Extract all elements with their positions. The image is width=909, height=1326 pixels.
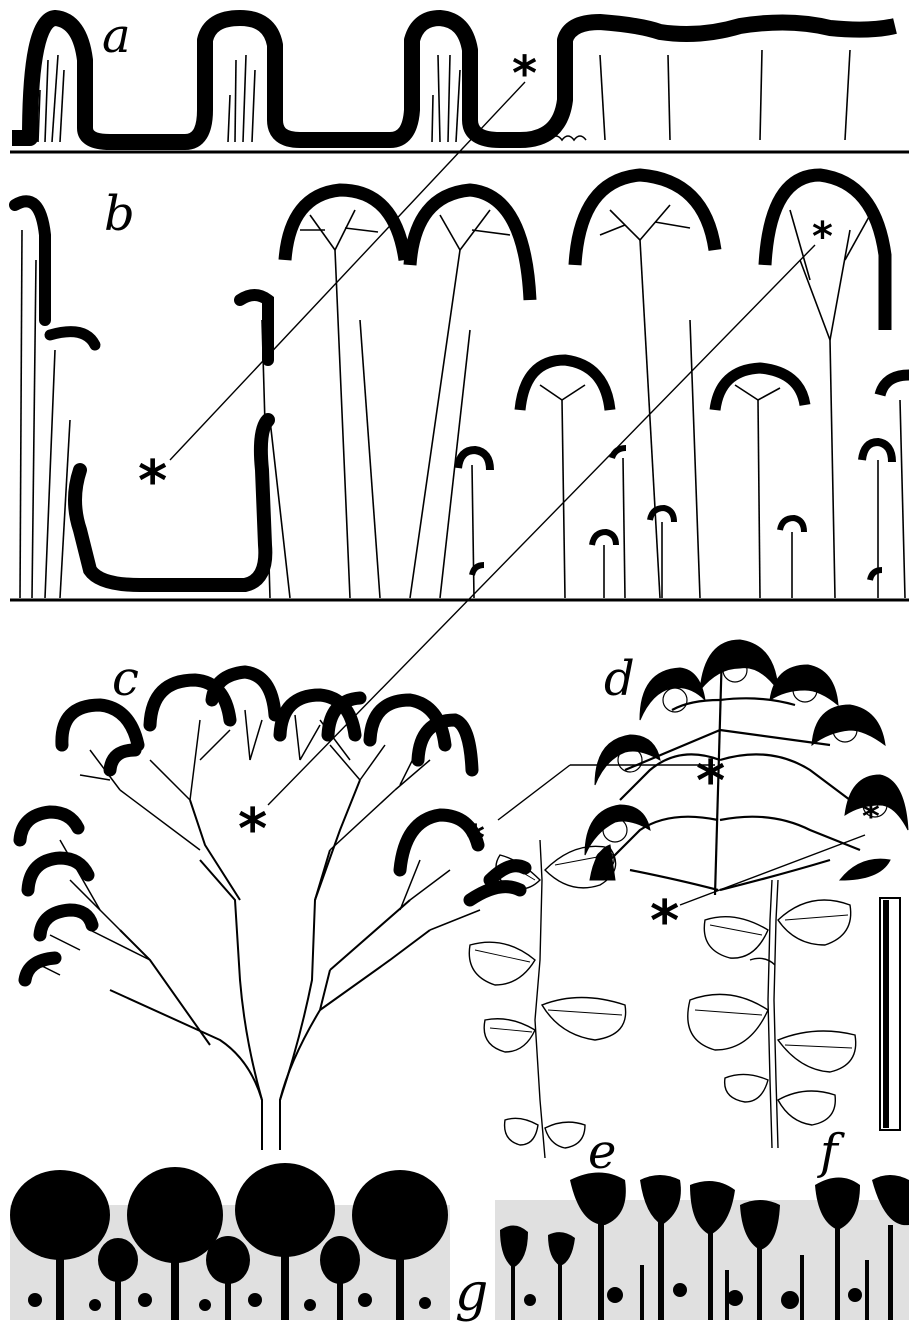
panel-label-e: e bbox=[588, 1124, 616, 1180]
connector-lines bbox=[170, 82, 865, 905]
panel-label-f: f bbox=[817, 1124, 845, 1180]
marker-asterisk-a: * bbox=[512, 46, 537, 102]
marker-asterisk-d: * bbox=[696, 749, 725, 814]
panel-label-a: a bbox=[102, 8, 131, 64]
panel-label-g: g bbox=[455, 1263, 488, 1323]
panel-label-d: d bbox=[604, 651, 635, 707]
marker-asterisk-b-left: * bbox=[138, 449, 167, 514]
marker-asterisk-c: * bbox=[238, 797, 267, 862]
marker-asterisk-f: * bbox=[650, 889, 679, 954]
panel-a-canopy-profile bbox=[10, 18, 909, 152]
panel-b-forest-layers bbox=[10, 175, 909, 600]
panel-label-c: c bbox=[112, 651, 139, 707]
panel-c-tree-crown bbox=[20, 672, 525, 1150]
marker-asterisk-c-small: * bbox=[466, 818, 485, 859]
panel-f-leafy-shoot bbox=[688, 880, 900, 1148]
panel-label-b: b bbox=[104, 186, 135, 242]
marker-asterisk-d-small: * bbox=[862, 797, 880, 837]
marker-asterisk-b-right: * bbox=[812, 214, 833, 260]
